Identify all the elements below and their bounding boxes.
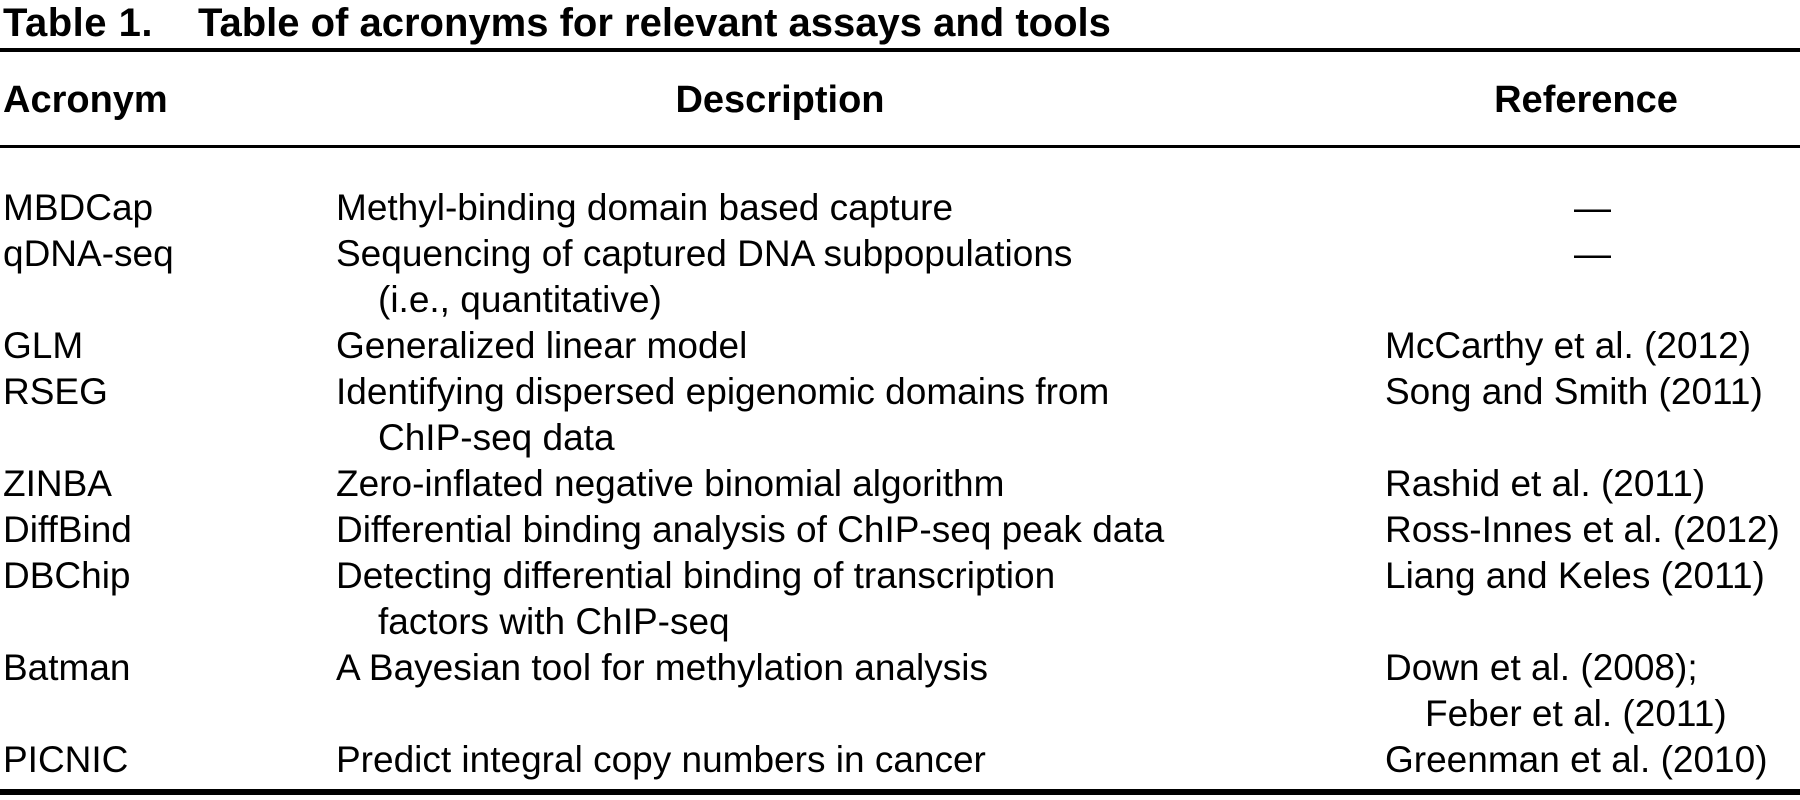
acronym-cell: DiffBind bbox=[3, 509, 132, 550]
acronym-cell: PICNIC bbox=[3, 739, 129, 780]
description-cell: Generalized linear model bbox=[336, 323, 1224, 369]
description-line: (i.e., quantitative) bbox=[378, 279, 662, 320]
acronym-cell: DBChip bbox=[3, 555, 131, 596]
description-line: ChIP-seq data bbox=[378, 417, 615, 458]
description-line: Generalized linear model bbox=[336, 325, 748, 366]
description-cell: Predict integral copy numbers in cancer bbox=[336, 737, 1224, 783]
description-line: Detecting differential binding of transc… bbox=[336, 555, 1056, 596]
caption-label: Table 1. bbox=[3, 1, 153, 45]
reference-line: Liang and Keles (2011) bbox=[1385, 555, 1765, 596]
description-line: Methyl-binding domain based capture bbox=[336, 187, 954, 228]
table-row: GLM Generalized linear model McCarthy et… bbox=[0, 323, 1800, 369]
table-row: qDNA-seq Sequencing of captured DNA subp… bbox=[0, 231, 1800, 323]
description-line: Differential binding analysis of ChIP-se… bbox=[336, 509, 1165, 550]
table-row: ZINBA Zero-inflated negative binomial al… bbox=[0, 461, 1800, 507]
description-cell: A Bayesian tool for methylation analysis bbox=[336, 645, 1224, 691]
column-header-reference: Reference bbox=[1494, 79, 1678, 121]
reference-cell: — bbox=[1224, 231, 1800, 277]
table-row: DBChip Detecting differential binding of… bbox=[0, 553, 1800, 645]
table-row: DiffBind Differential binding analysis o… bbox=[0, 507, 1800, 553]
description-line: Predict integral copy numbers in cancer bbox=[336, 739, 986, 780]
bottom-rule bbox=[0, 789, 1800, 795]
reference-line: Ross-Innes et al. (2012) bbox=[1385, 509, 1780, 550]
description-cell: Detecting differential binding of transc… bbox=[336, 553, 1224, 645]
reference-line: Down et al. (2008); bbox=[1385, 647, 1698, 688]
description-cell: Differential binding analysis of ChIP-se… bbox=[336, 507, 1224, 553]
reference-dash: — bbox=[1574, 187, 1611, 228]
acronym-cell: GLM bbox=[3, 325, 84, 366]
description-line: Identifying dispersed epigenomic domains… bbox=[336, 371, 1110, 412]
reference-line: Song and Smith (2011) bbox=[1385, 371, 1763, 412]
description-cell: Identifying dispersed epigenomic domains… bbox=[336, 369, 1224, 461]
reference-dash: — bbox=[1574, 233, 1611, 274]
acronym-cell: Batman bbox=[3, 647, 131, 688]
column-header-acronym: Acronym bbox=[3, 79, 168, 121]
reference-cell: Down et al. (2008); Feber et al. (2011) bbox=[1224, 645, 1800, 737]
reference-cell: Rashid et al. (2011) bbox=[1224, 461, 1800, 507]
column-header-description: Description bbox=[675, 79, 885, 121]
table-body: MBDCap Methyl-binding domain based captu… bbox=[0, 148, 1800, 783]
description-cell: Methyl-binding domain based capture bbox=[336, 185, 1224, 231]
caption-title: Table of acronyms for relevant assays an… bbox=[197, 1, 1111, 45]
description-cell: Sequencing of captured DNA subpopulation… bbox=[336, 231, 1224, 323]
table-row: PICNIC Predict integral copy numbers in … bbox=[0, 737, 1800, 783]
column-header-row: Acronym Description Reference bbox=[0, 77, 1800, 123]
description-cell: Zero-inflated negative binomial algorith… bbox=[336, 461, 1224, 507]
reference-cell: — bbox=[1224, 185, 1800, 231]
description-line: Zero-inflated negative binomial algorith… bbox=[336, 463, 1005, 504]
table-row: Batman A Bayesian tool for methylation a… bbox=[0, 645, 1800, 737]
acronym-cell: MBDCap bbox=[3, 187, 154, 228]
table-row: RSEG Identifying dispersed epigenomic do… bbox=[0, 369, 1800, 461]
header-rule bbox=[0, 145, 1800, 148]
table-row: MBDCap Methyl-binding domain based captu… bbox=[0, 185, 1800, 231]
acronym-cell: RSEG bbox=[3, 371, 108, 412]
reference-line: Feber et al. (2011) bbox=[1425, 693, 1727, 734]
reference-line: Greenman et al. (2010) bbox=[1385, 739, 1768, 780]
reference-line: Rashid et al. (2011) bbox=[1385, 463, 1706, 504]
top-rule bbox=[0, 48, 1800, 52]
description-line: Sequencing of captured DNA subpopulation… bbox=[336, 233, 1073, 274]
reference-cell: Ross-Innes et al. (2012) bbox=[1224, 507, 1800, 553]
reference-line: McCarthy et al. (2012) bbox=[1385, 325, 1752, 366]
reference-cell: Song and Smith (2011) bbox=[1224, 369, 1800, 415]
reference-cell: Greenman et al. (2010) bbox=[1224, 737, 1800, 783]
reference-cell: Liang and Keles (2011) bbox=[1224, 553, 1800, 599]
description-line: factors with ChIP-seq bbox=[378, 601, 730, 642]
table-caption: Table 1. Table of acronyms for relevant a… bbox=[3, 0, 1111, 46]
acronym-cell: qDNA-seq bbox=[3, 233, 174, 274]
reference-cell: McCarthy et al. (2012) bbox=[1224, 323, 1800, 369]
description-line: A Bayesian tool for methylation analysis bbox=[336, 647, 988, 688]
acronym-cell: ZINBA bbox=[3, 463, 112, 504]
